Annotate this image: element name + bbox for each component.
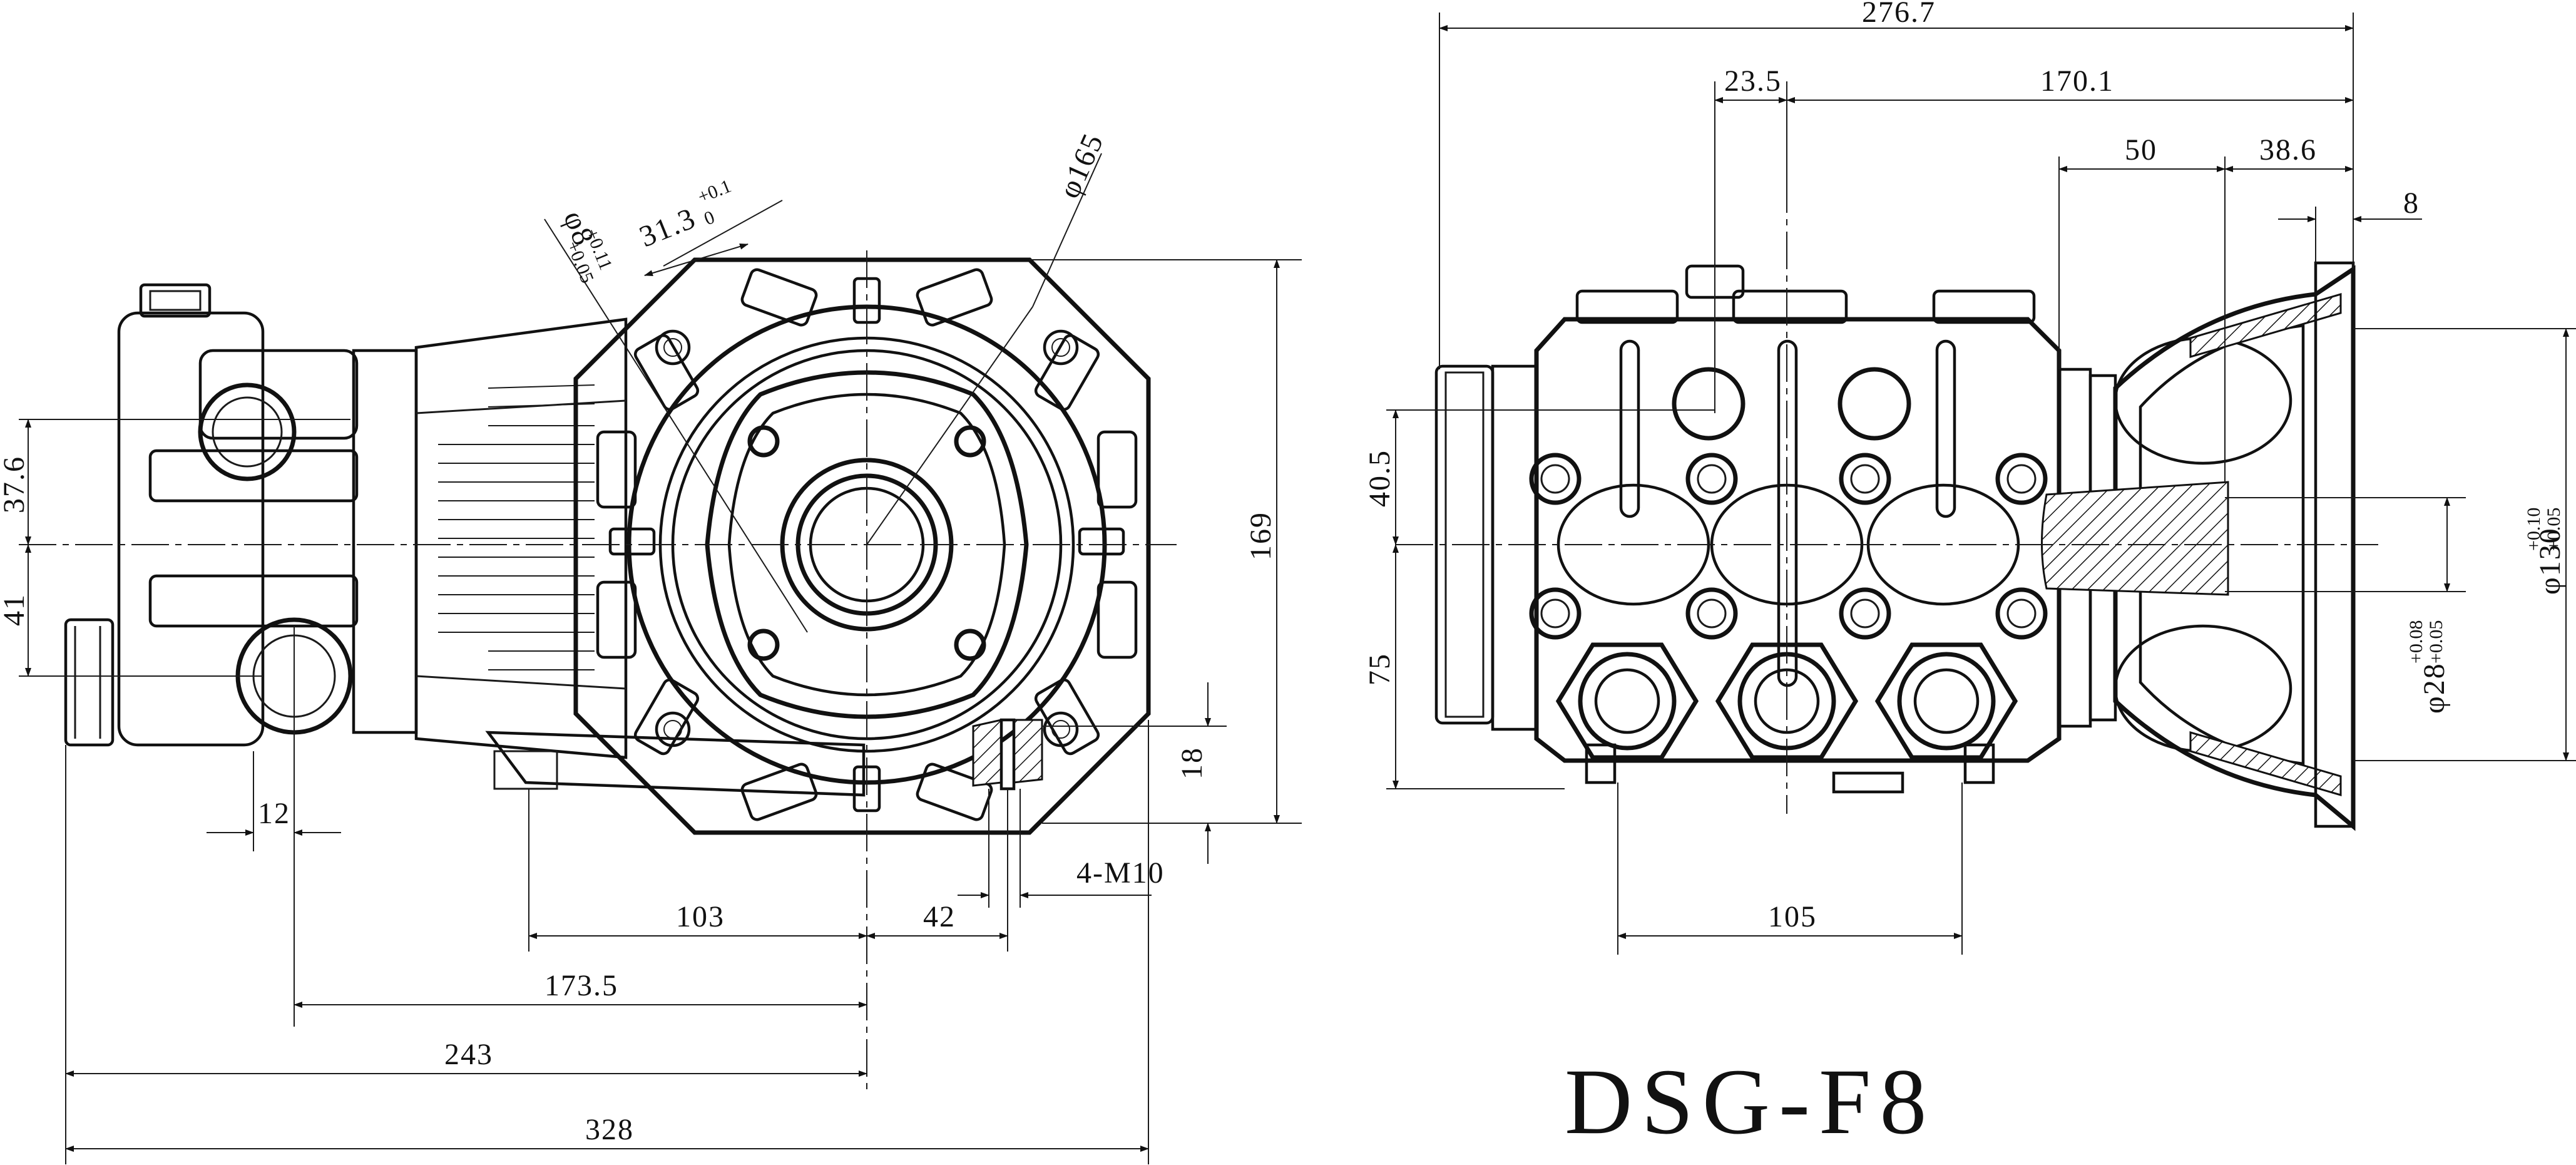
dim-173-5: 173.5 (544, 969, 618, 1002)
dim-12: 12 (258, 797, 290, 830)
dim-40-5: 40.5 (1363, 449, 1396, 507)
mount-foot-section (972, 718, 1043, 791)
crankcase-body (352, 317, 866, 797)
dim-75: 75 (1363, 653, 1396, 685)
dim-169: 169 (1244, 511, 1277, 560)
dim-276-7: 276.7 (1862, 0, 1936, 29)
dim-phi28: φ28 (2418, 662, 2451, 714)
dim-31-3-tol-up: +0.1 (695, 176, 734, 208)
dim-8: 8 (2403, 187, 2420, 220)
cooling-fins (438, 384, 595, 670)
dim-31-3: 31.3 (635, 202, 700, 254)
dim-103: 103 (676, 900, 725, 933)
side-view (19, 250, 1177, 1089)
dim-phi130-tol-lo: +0.05 (2543, 508, 2564, 551)
dim-328: 328 (585, 1113, 634, 1146)
dim-23-5: 23.5 (1724, 64, 1782, 98)
bell-housing (2041, 261, 2356, 831)
dim-170-1: 170.1 (2040, 64, 2114, 98)
pump-head (1529, 264, 2062, 794)
dim-243: 243 (444, 1038, 493, 1071)
dim-phi130: φ130 (2533, 527, 2567, 595)
dim-4-m10: 4-M10 (1076, 856, 1165, 890)
plunger-rods (1619, 339, 1956, 687)
dim-105: 105 (1768, 900, 1817, 933)
dim-37-6: 37.6 (0, 456, 31, 513)
model-title: DSG-F8 (1565, 1050, 1935, 1154)
dim-phi165: φ165 (1053, 128, 1110, 203)
dim-31-3-tol-lo: 0 (701, 207, 717, 229)
dim-41: 41 (0, 593, 31, 626)
front-view (1396, 175, 2378, 831)
bolt-heads (1529, 453, 2048, 640)
manifold-block (64, 283, 359, 747)
dim-42: 42 (923, 900, 956, 933)
dim-phi28-tol-lo: +0.05 (2426, 620, 2446, 664)
dim-18: 18 (1175, 747, 1209, 779)
dim-phi130-tol-up: +0.10 (2523, 508, 2544, 551)
gearbox-flange (573, 257, 1151, 835)
dim-50: 50 (2125, 133, 2157, 167)
dim-phi28-tol-up: +0.08 (2406, 620, 2426, 664)
dim-38-6: 38.6 (2259, 133, 2317, 167)
front-view-dimensions: 276.7 23.5 170.1 50 38.6 8 40.5 75 105 φ… (1363, 0, 2576, 955)
